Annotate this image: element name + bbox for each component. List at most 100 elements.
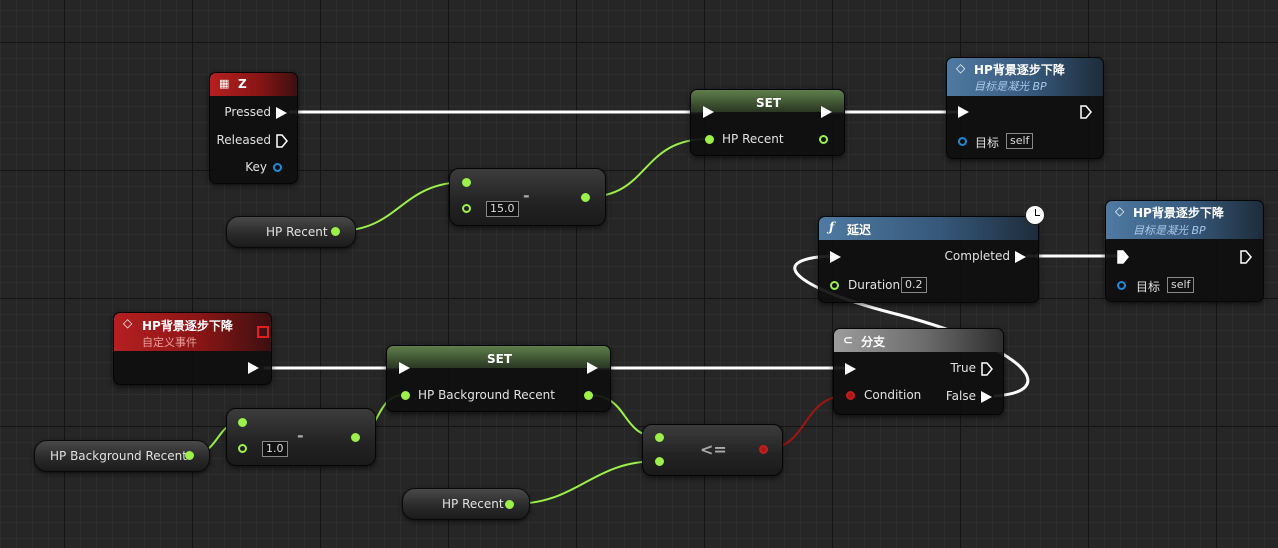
branch-exec-in-pin[interactable]	[845, 363, 856, 375]
subtract-input-a-pin[interactable]	[462, 178, 471, 187]
call-subtitle: 目标是凝光 BP	[974, 80, 1047, 93]
key-event-node[interactable]: ▦ Z Pressed Released Key	[209, 72, 298, 184]
key-output-pin[interactable]	[273, 163, 282, 172]
target-label: 目标	[975, 136, 1000, 150]
keyboard-icon: ▦	[219, 77, 230, 90]
false-label: False	[945, 389, 976, 403]
compare-symbol: <=	[700, 440, 727, 459]
clock-icon	[1025, 205, 1045, 225]
compare-output-pin[interactable]	[759, 445, 768, 454]
pressed-label: Pressed	[224, 105, 271, 119]
hp-background-getter-output-pin[interactable]	[185, 451, 194, 460]
set-bg-header	[387, 346, 610, 368]
branch-header	[834, 329, 1003, 352]
subtract2-output-pin[interactable]	[351, 433, 360, 442]
set-bg-input-pin[interactable]	[401, 391, 410, 400]
call-exec-out-pin-2[interactable]	[1240, 250, 1252, 264]
target-input-pin-2[interactable]	[1117, 281, 1126, 290]
false-exec-pin[interactable]	[981, 391, 992, 403]
subtract-output-pin[interactable]	[581, 193, 590, 202]
compare-input-a-pin[interactable]	[655, 433, 664, 442]
released-label: Released	[216, 133, 271, 147]
call-exec-out-pin[interactable]	[1080, 105, 1092, 119]
released-exec-pin[interactable]	[276, 134, 288, 148]
delegate-pin[interactable]	[257, 326, 269, 338]
key-event-title: Z	[238, 77, 247, 91]
call-exec-in-pin[interactable]	[958, 106, 969, 118]
set-bg-exec-in-pin[interactable]	[399, 362, 410, 374]
function-f-icon: ƒ	[829, 220, 835, 234]
compare-node[interactable]: <=	[642, 424, 783, 476]
delay-title: 延迟	[847, 223, 872, 237]
hp-recent-getter-label: HP Recent	[266, 225, 328, 239]
subtract2-symbol: -	[297, 426, 304, 445]
delay-header	[819, 217, 1038, 240]
hp-recent-getter-output-pin[interactable]	[331, 227, 340, 236]
set-hp-recent-input-pin[interactable]	[705, 135, 714, 144]
key-label: Key	[245, 160, 267, 174]
duration-input-pin[interactable]	[830, 281, 839, 290]
compare-input-b-pin[interactable]	[655, 457, 664, 466]
call-title-2: HP背景逐步下降	[1133, 206, 1224, 220]
custom-event-title: HP背景逐步下降	[142, 319, 233, 333]
hp-background-getter-label: HP Background Recent	[50, 449, 187, 463]
subtract-input-b-pin[interactable]	[462, 204, 471, 213]
set-exec-in-pin[interactable]	[703, 106, 714, 118]
condition-label: Condition	[864, 388, 922, 402]
subtract2-input-a-pin[interactable]	[238, 418, 247, 427]
float-wire-hp-recent-to-subtract	[336, 181, 467, 232]
subtract2-input-b-pin[interactable]	[238, 444, 247, 453]
hp-background-getter[interactable]: HP Background Recent	[34, 440, 210, 472]
hp-recent-getter-2-label: HP Recent	[442, 497, 504, 511]
set-hp-recent-output-pin[interactable]	[819, 135, 828, 144]
duration-value-box[interactable]: 0.2	[901, 277, 927, 293]
branch-title: 分支	[861, 335, 886, 349]
custom-event-exec-out-pin[interactable]	[248, 362, 259, 374]
pressed-exec-pin[interactable]	[276, 107, 287, 119]
function-diamond-icon: ◇	[956, 61, 966, 75]
function-diamond-icon: ◇	[1115, 204, 1125, 218]
exec-wire-false-to-delay	[793, 254, 1030, 398]
true-label: True	[950, 361, 977, 375]
float-wire-subtract-to-set	[586, 138, 709, 198]
set-bg-title: SET	[487, 352, 513, 366]
subtract-node-1[interactable]: 15.0 -	[449, 168, 606, 226]
branch-icon: ⊂	[843, 333, 854, 347]
delay-exec-in-pin[interactable]	[830, 251, 841, 263]
hp-recent-getter-2[interactable]: HP Recent	[402, 488, 530, 520]
subtract-value-box[interactable]: 15.0	[486, 201, 519, 217]
hp-recent-getter-1[interactable]: HP Recent	[226, 216, 356, 248]
condition-input-pin[interactable]	[846, 391, 855, 400]
float-wire-hp-recent-to-compare	[511, 460, 660, 505]
set-exec-out-pin[interactable]	[821, 106, 832, 118]
hp-recent-getter-2-output-pin[interactable]	[505, 500, 514, 509]
custom-event-subtitle: 自定义事件	[142, 336, 197, 349]
set-header	[691, 90, 844, 112]
target-value-box[interactable]: self	[1006, 133, 1034, 149]
set-hp-background-node[interactable]: SET HP Background Recent	[386, 345, 611, 412]
call-hp-bg-node-2[interactable]: ◇ HP背景逐步下降 目标是凝光 BP 目标 self	[1105, 200, 1264, 302]
target-label-2: 目标	[1136, 280, 1161, 294]
branch-node[interactable]: ⊂ 分支 True Condition False	[833, 328, 1004, 415]
set-bg-exec-out-pin[interactable]	[587, 362, 598, 374]
call-exec-in-pin-2[interactable]	[1117, 250, 1129, 264]
call-header-2	[1106, 201, 1263, 239]
set-bg-output-pin[interactable]	[584, 391, 593, 400]
target-input-pin[interactable]	[958, 137, 967, 146]
set-hp-recent-node[interactable]: SET HP Recent	[690, 89, 845, 156]
subtract-node-2[interactable]: 1.0 -	[226, 408, 376, 466]
duration-label: Duration	[848, 278, 901, 292]
completed-exec-pin[interactable]	[1015, 251, 1026, 263]
call-header	[947, 58, 1103, 96]
target-value-box-2[interactable]: self	[1167, 277, 1195, 293]
custom-event-header	[114, 313, 271, 351]
delay-node[interactable]: ƒ 延迟 Completed Duration 0.2	[818, 216, 1039, 303]
true-exec-pin[interactable]	[981, 362, 993, 376]
set-hp-recent-label: HP Recent	[722, 132, 784, 146]
event-diamond-icon: ◇	[123, 316, 133, 330]
key-event-header	[210, 73, 297, 96]
set-bg-label: HP Background Recent	[418, 388, 555, 402]
subtract2-value-box[interactable]: 1.0	[262, 441, 288, 457]
custom-event-node[interactable]: ◇ HP背景逐步下降 自定义事件	[113, 312, 272, 385]
call-hp-bg-node-1[interactable]: ◇ HP背景逐步下降 目标是凝光 BP 目标 self	[946, 57, 1104, 159]
